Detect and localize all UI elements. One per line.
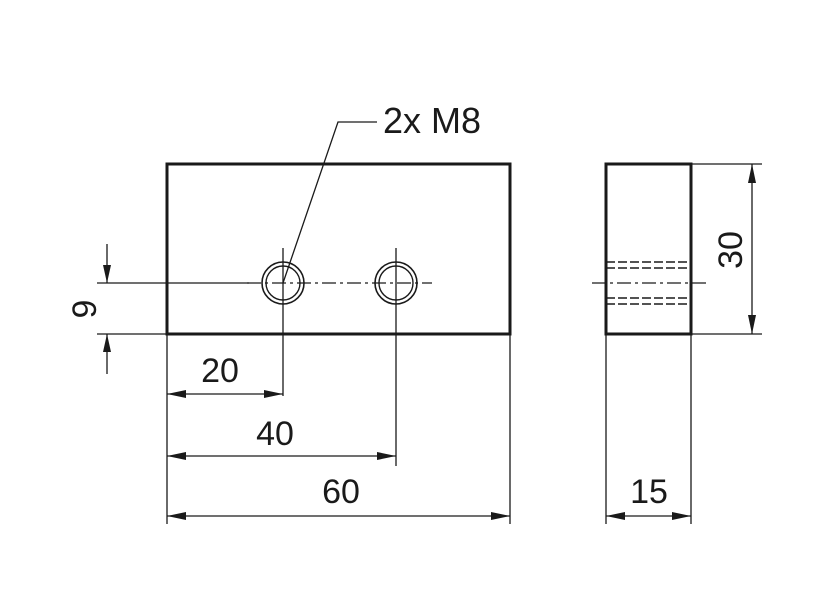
dim-label-60: 60	[322, 473, 360, 511]
arrow-60-right	[491, 512, 510, 520]
arrow-30-top	[748, 164, 756, 183]
thread-callout: 2x M8	[282, 100, 481, 284]
callout-label: 2x M8	[383, 100, 481, 141]
callout-leader	[282, 121, 377, 284]
dim-label-40: 40	[256, 415, 294, 453]
arrow-9-top	[103, 265, 111, 283]
dim-label-30: 30	[712, 231, 750, 269]
dim-hole-height: 9	[66, 244, 249, 374]
arrow-20-left	[167, 390, 186, 398]
arrow-40-left	[167, 452, 186, 460]
dim-height: 30	[691, 163, 762, 335]
arrow-15-left	[606, 512, 625, 520]
dim-thickness: 15	[605, 334, 692, 524]
arrow-15-right	[672, 512, 691, 520]
arrow-20-right	[264, 390, 283, 398]
side-view: 30 15	[592, 162, 762, 524]
dim-hole1-x: 20	[167, 352, 283, 398]
arrow-40-right	[377, 452, 396, 460]
front-view: 2x M8 9 20 40	[66, 100, 512, 524]
dim-label-9: 9	[66, 300, 104, 319]
dim-hole2-x: 40	[167, 415, 396, 460]
dim-label-20: 20	[201, 352, 239, 390]
front-view-outline	[165, 162, 512, 336]
arrow-60-left	[167, 512, 186, 520]
arrow-30-bottom	[748, 315, 756, 334]
side-view-outline	[604, 162, 693, 336]
arrow-9-bottom	[103, 334, 111, 352]
dim-label-15: 15	[630, 473, 668, 511]
hole-2	[374, 248, 418, 466]
dim-length: 60	[167, 473, 510, 520]
hole-1	[261, 248, 305, 396]
